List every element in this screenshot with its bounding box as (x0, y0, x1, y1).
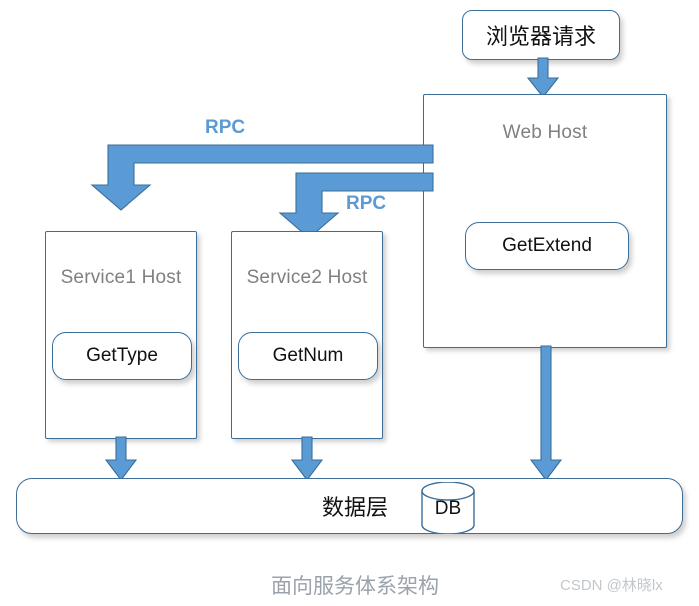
data-layer-label: 数据层 (322, 495, 389, 520)
rpc-label-service2: RPC (346, 193, 387, 214)
db-label: DB (434, 498, 462, 520)
service2-host-title: Service2 Host (246, 267, 368, 288)
web-host-title: Web Host (502, 122, 588, 143)
arrow-service1-to-data-layer (104, 436, 138, 481)
gettype-label: GetType (86, 345, 158, 366)
db-cylinder-icon (421, 482, 475, 534)
node-browser-request[interactable]: 浏览器请求 (462, 10, 620, 60)
node-web-host[interactable]: Web Host GetExtend (423, 94, 667, 348)
node-service2-host[interactable]: Service2 Host GetNum (231, 231, 383, 439)
rpc-label-service1: RPC (205, 117, 246, 138)
db-cylinder[interactable]: DB (420, 482, 476, 534)
node-data-layer[interactable]: 数据层 (16, 478, 683, 534)
node-service2-method-getnum[interactable]: GetNum (238, 332, 378, 380)
arrow-web-host-to-data-layer (529, 345, 563, 481)
node-web-host-method-getextend[interactable]: GetExtend (465, 222, 629, 270)
node-service1-host[interactable]: Service1 Host GetType (45, 231, 197, 439)
browser-request-label: 浏览器请求 (485, 24, 596, 49)
csdn-watermark: CSDN @林晓lx (560, 577, 663, 594)
arrow-browser-to-web-host (526, 57, 560, 98)
getnum-label: GetNum (272, 345, 344, 366)
diagram-caption: 面向服务体系架构 (271, 575, 439, 598)
getextend-label: GetExtend (502, 235, 592, 256)
node-service1-method-gettype[interactable]: GetType (52, 332, 192, 380)
arrow-service2-to-data-layer (290, 436, 324, 481)
service1-host-title: Service1 Host (60, 267, 182, 288)
